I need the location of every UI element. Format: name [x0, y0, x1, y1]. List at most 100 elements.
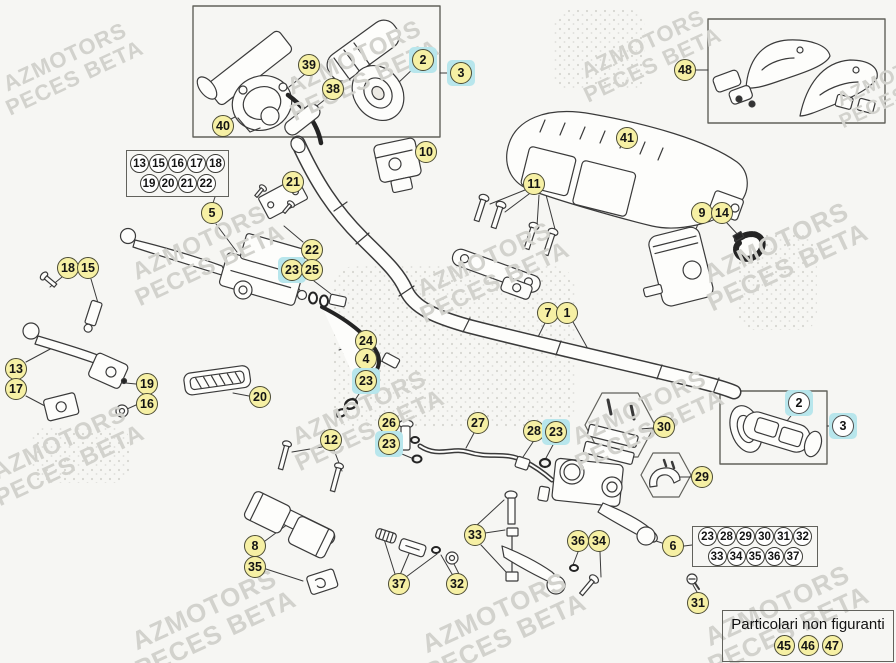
callout-number: 14 — [711, 202, 733, 224]
legend-number-32: 32 — [793, 527, 812, 546]
callout-number: 8 — [244, 535, 266, 557]
callout-39: 39 — [298, 54, 320, 76]
callout-33: 33 — [464, 524, 486, 546]
brake-hose — [398, 419, 555, 483]
callout-18: 18 — [57, 257, 79, 279]
clamp-29 — [649, 458, 681, 488]
legend-number-37: 37 — [783, 547, 803, 566]
callout-3: 3 — [829, 413, 857, 439]
callout-26: 26 — [378, 412, 400, 434]
not-shown-number-45: 45 — [773, 635, 795, 656]
callout-7: 7 — [537, 302, 559, 324]
callout-27: 27 — [467, 412, 489, 434]
legend-number-29: 29 — [736, 527, 755, 546]
legend-number-13: 13 — [130, 154, 149, 173]
callout-number: 19 — [136, 373, 158, 395]
callout-9: 9 — [691, 202, 713, 224]
bar-mount-bolts — [451, 193, 559, 300]
callout-number: 16 — [136, 393, 158, 415]
callout-41: 41 — [616, 127, 638, 149]
small-parts-37-32 — [375, 528, 459, 565]
callout-number: 41 — [616, 127, 638, 149]
callout-28: 28 — [523, 420, 545, 442]
legend-number-36: 36 — [764, 547, 784, 566]
legend-number-30: 30 — [755, 527, 774, 546]
brake-pads — [582, 398, 639, 465]
callout-number: 3 — [450, 62, 472, 84]
callout-number: 30 — [653, 416, 675, 438]
callout-number: 12 — [320, 429, 342, 451]
handlebar — [290, 135, 742, 400]
callout-number: 35 — [244, 556, 266, 578]
callout-number: 11 — [523, 173, 545, 195]
callout-21: 21 — [282, 171, 304, 193]
legend-number-35: 35 — [745, 547, 765, 566]
callout-number: 29 — [691, 466, 713, 488]
callout-5: 5 — [201, 202, 223, 224]
callout-10: 10 — [415, 141, 437, 163]
callout-23: 23 — [542, 419, 570, 445]
halftone-texture — [30, 10, 817, 483]
callout-number: 27 — [467, 412, 489, 434]
callout-8: 8 — [244, 535, 266, 557]
switch-9-spring-14 — [642, 226, 766, 307]
callout-number: 23 — [355, 370, 377, 392]
not-shown-number-47: 47 — [821, 635, 843, 656]
callout-20: 20 — [249, 386, 271, 408]
callout-13: 13 — [5, 358, 27, 380]
callout-16: 16 — [136, 393, 158, 415]
throttle-assembly — [196, 19, 405, 146]
callout-number: 18 — [57, 257, 79, 279]
callout-23: 23 — [375, 431, 403, 457]
callout-number: 23 — [281, 259, 303, 281]
callout-48: 48 — [674, 59, 696, 81]
callout-29: 29 — [691, 466, 713, 488]
legend-number-23: 23 — [698, 527, 717, 546]
legend-number-18: 18 — [206, 154, 225, 173]
callout-number: 5 — [201, 202, 223, 224]
legend-number-33: 33 — [707, 547, 727, 566]
callout-number: 15 — [77, 257, 99, 279]
callout-number: 13 — [5, 358, 27, 380]
callout-number: 40 — [212, 115, 234, 137]
legend-number-21: 21 — [177, 174, 197, 193]
callout-number: 33 — [464, 524, 486, 546]
callout-6: 6 — [662, 535, 684, 557]
callout-number: 39 — [298, 54, 320, 76]
callout-14: 14 — [711, 202, 733, 224]
callout-1: 1 — [556, 302, 578, 324]
callout-number: 36 — [567, 530, 589, 552]
callout-number: 24 — [355, 330, 377, 352]
callout-4: 4 — [355, 348, 377, 370]
callout-35: 35 — [244, 556, 266, 578]
callout-number: 28 — [523, 420, 545, 442]
callout-number: 48 — [674, 59, 696, 81]
callout-24: 24 — [355, 330, 377, 352]
callout-number: 1 — [556, 302, 578, 324]
callout-40: 40 — [212, 115, 234, 137]
not-shown-number-46: 46 — [797, 635, 819, 656]
callout-number: 38 — [322, 78, 344, 100]
callout-number: 10 — [415, 141, 437, 163]
callout-3: 3 — [447, 60, 475, 86]
handguards — [712, 39, 878, 117]
callout-36: 36 — [567, 530, 589, 552]
callout-19: 19 — [136, 373, 158, 395]
legend-number-28: 28 — [717, 527, 736, 546]
callout-number: 3 — [832, 415, 854, 437]
callout-number: 2 — [788, 392, 810, 414]
legend-number-15: 15 — [149, 154, 168, 173]
callout-number: 23 — [545, 421, 567, 443]
callout-number: 26 — [378, 412, 400, 434]
callout-30: 30 — [653, 416, 675, 438]
callout-2: 2 — [785, 390, 813, 416]
not-shown-label: Particolari non figuranti — [731, 616, 885, 633]
legend-number-19: 19 — [139, 174, 159, 193]
callout-number: 17 — [5, 378, 27, 400]
